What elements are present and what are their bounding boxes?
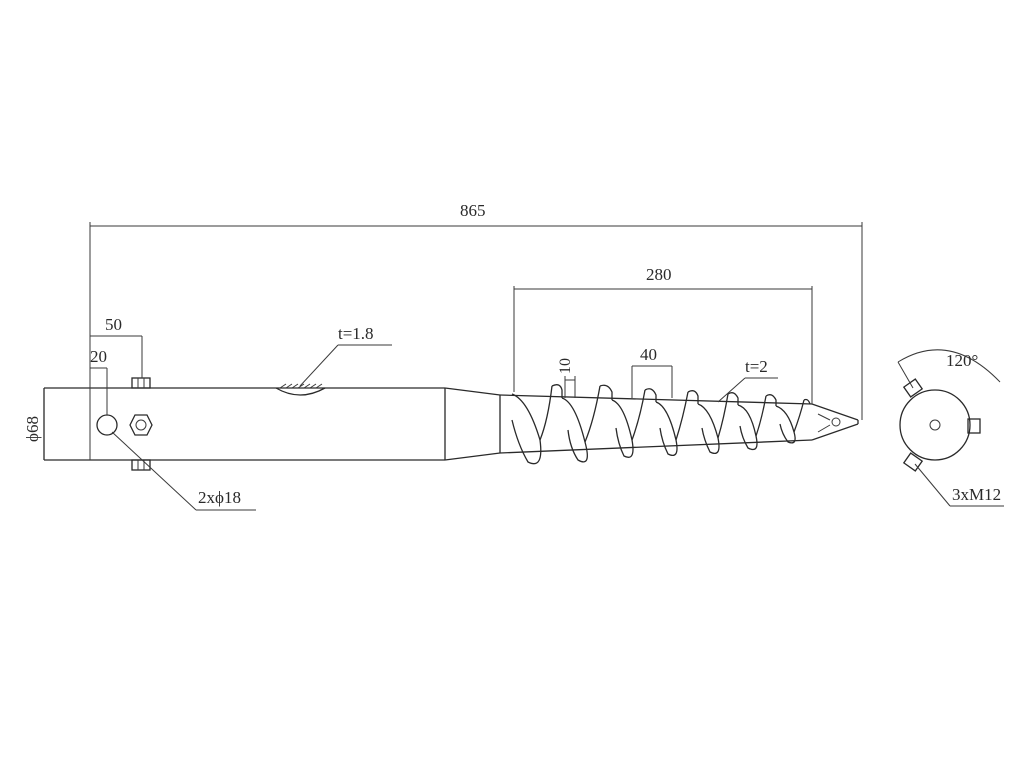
hole-18-icon	[96, 414, 118, 436]
weld-seam	[275, 383, 326, 396]
angle-arc	[897, 349, 1001, 389]
hex-nut-icon	[129, 414, 153, 436]
leader-tube-thickness	[299, 344, 392, 387]
helix-thickness-label: t=2	[745, 357, 768, 376]
bolt-head-top-icon	[131, 377, 151, 389]
helix-flights	[511, 384, 811, 465]
dim-diameter-label: ϕ68	[23, 416, 42, 442]
leader-bolts	[914, 463, 1004, 507]
screw-shaft	[499, 394, 859, 454]
dim-helix-length	[513, 286, 813, 404]
leader-holes	[111, 431, 256, 511]
dim-bolt-offset	[90, 335, 143, 378]
bolts-label: 3xM12	[952, 485, 1001, 504]
dim-flight-width	[564, 376, 576, 398]
dim-bolt-offset-label: 50	[105, 315, 122, 334]
dim-overall-length	[89, 222, 863, 420]
leader-helix-thickness	[717, 377, 778, 403]
dim-overall-length-label: 865	[460, 201, 486, 220]
dim-helix-length-label: 280	[646, 265, 672, 284]
dim-pitch	[631, 365, 673, 398]
end-view	[899, 378, 981, 472]
dim-flight-width-label: 10	[557, 358, 574, 374]
holes-label: 2xϕ18	[198, 488, 241, 507]
dim-pitch-label: 40	[640, 345, 657, 364]
bolt-angle-label: 120°	[946, 351, 978, 370]
dim-hole-offset-label: 20	[90, 347, 107, 366]
dim-hole-offset	[90, 367, 108, 415]
tube-body	[43, 387, 501, 461]
tube-thickness-label: t=1.8	[338, 324, 374, 343]
